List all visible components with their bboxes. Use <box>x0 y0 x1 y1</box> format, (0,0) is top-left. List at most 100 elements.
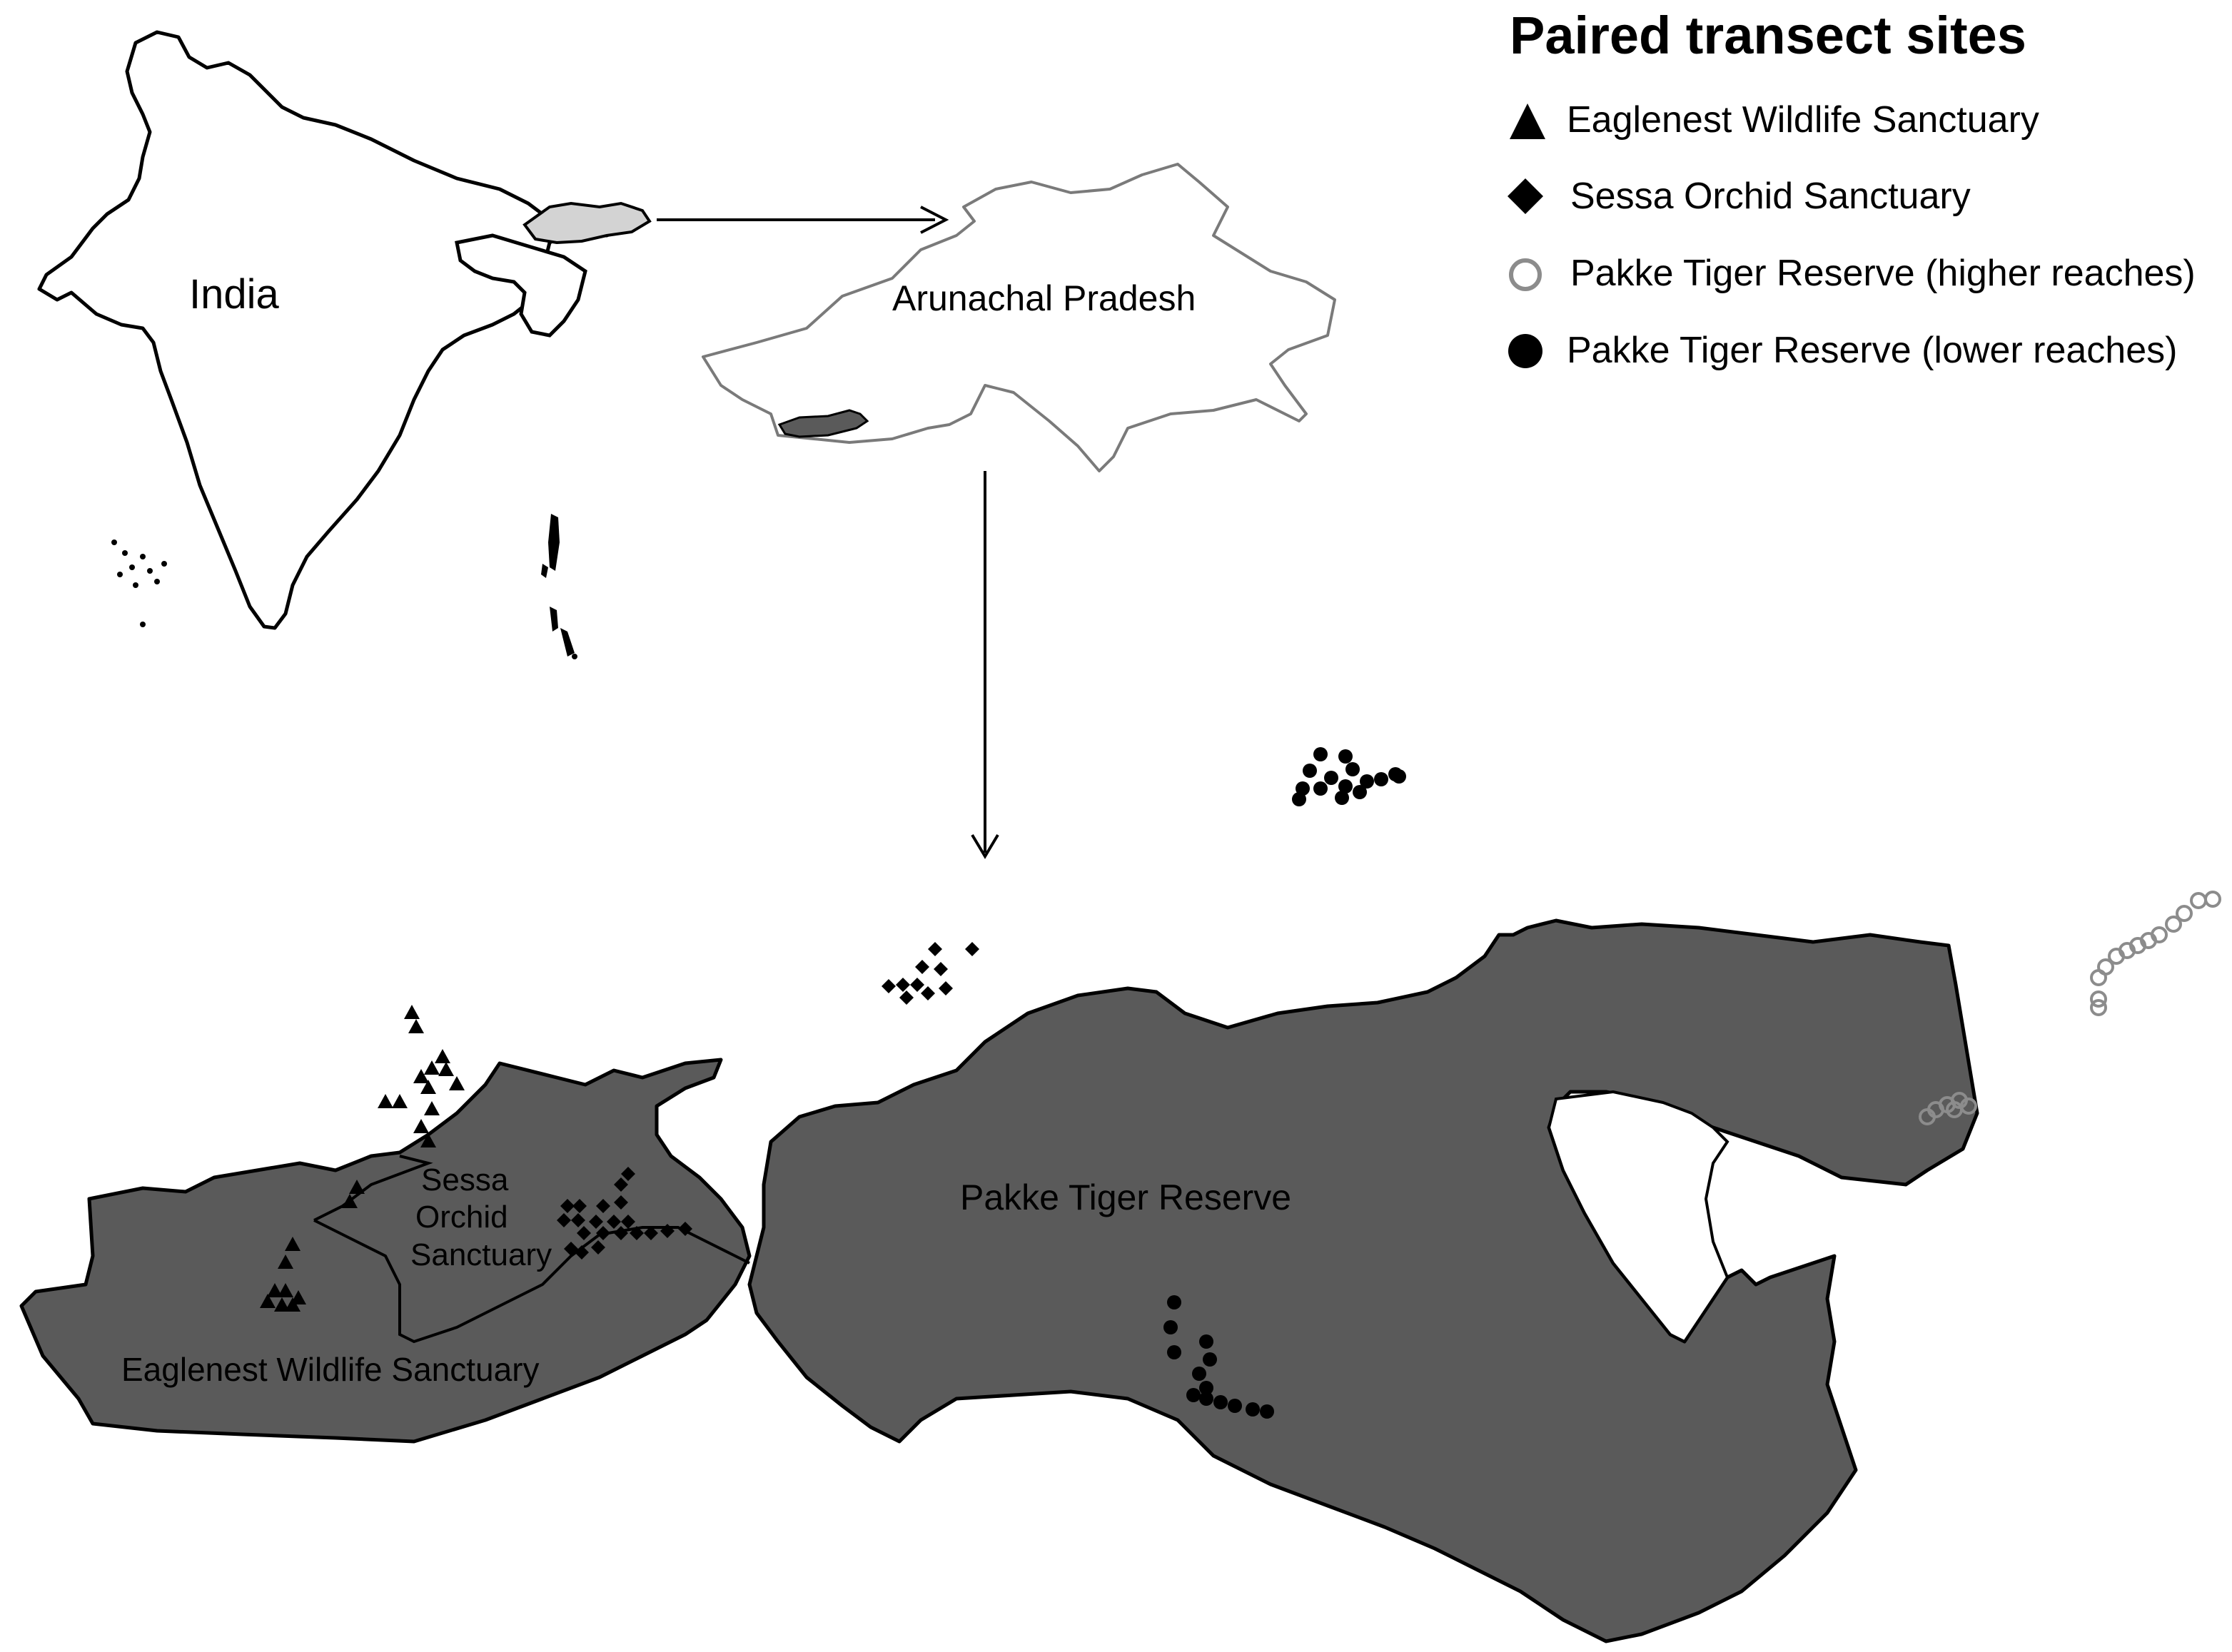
diamond-marker <box>589 1215 603 1229</box>
india-outline <box>37 30 630 630</box>
triangle-marker <box>274 1297 290 1312</box>
diamond-marker <box>596 1226 610 1240</box>
filled-circle-marker <box>1374 772 1388 786</box>
filled-circle-marker <box>1338 779 1353 794</box>
main-map: Pakke Tiger Reserve Sessa Orchid Sanctua… <box>19 747 2221 1643</box>
diamond-marker <box>614 1177 628 1192</box>
filled-circle-marker <box>1186 1388 1201 1402</box>
triangle-marker <box>291 1290 306 1304</box>
legend-hollow-circle-icon <box>1509 258 1542 291</box>
arrow-right <box>657 206 949 234</box>
filled-circle-marker <box>1260 1404 1274 1419</box>
triangle-marker <box>408 1019 424 1033</box>
filled-circle-marker <box>1167 1295 1181 1309</box>
diamond-marker <box>934 962 948 976</box>
diamond-marker <box>560 1199 575 1213</box>
triangle-marker <box>378 1094 393 1108</box>
hollow-circle-marker <box>2190 892 2207 909</box>
hollow-circle-marker <box>2090 990 2107 1008</box>
lakshadweep-islands <box>111 539 167 627</box>
filled-circle-marker <box>1345 762 1360 776</box>
legend-item-pakke-lower: Pakke Tiger Reserve (lower reaches) <box>1567 330 2177 371</box>
triangle-marker <box>260 1294 276 1308</box>
triangle-marker <box>349 1180 365 1194</box>
arunachal-label: Arunachal Pradesh <box>892 278 1196 318</box>
hollow-circle-marker <box>2165 916 2182 933</box>
triangle-marker <box>278 1255 293 1269</box>
hollow-circle-marker <box>1946 1101 1963 1118</box>
pakke-higher-sites <box>1919 891 2221 1125</box>
filled-circle-marker <box>1292 792 1306 806</box>
legend-diamond-icon <box>1508 178 1543 214</box>
diamond-marker <box>596 1199 610 1213</box>
legend-item-pakke-higher: Pakke Tiger Reserve (higher reaches) <box>1570 253 2196 294</box>
legend-item-sessa: Sessa Orchid Sanctuary <box>1570 176 1971 217</box>
diamond-marker <box>915 960 929 974</box>
legend-triangle-icon <box>1510 103 1545 139</box>
filled-circle-marker <box>1303 764 1317 778</box>
triangle-marker <box>435 1049 450 1063</box>
india-inset: India <box>37 30 652 659</box>
pakke-polygon <box>747 918 1979 1643</box>
triangle-marker <box>413 1069 429 1083</box>
diamond-marker <box>678 1222 692 1236</box>
eaglenest-label: Eaglenest Wildlife Sanctuary <box>121 1351 540 1388</box>
filled-circle-marker <box>1199 1381 1213 1395</box>
triangle-marker <box>413 1119 429 1133</box>
sessa-label-line1: Sessa <box>421 1162 509 1197</box>
filled-circle-marker <box>1167 1345 1181 1359</box>
andaman-nicobar-islands <box>541 514 577 659</box>
arunachal-outline <box>702 163 1336 472</box>
legend: Paired transect sites Eaglenest Wildlife… <box>1508 6 2196 371</box>
triangle-marker <box>449 1076 465 1090</box>
filled-circle-marker <box>1192 1367 1206 1381</box>
filled-circle-marker <box>1228 1399 1242 1413</box>
diamond-marker <box>577 1226 591 1240</box>
diamond-marker <box>614 1226 628 1240</box>
diamond-marker <box>591 1240 605 1255</box>
triangle-marker <box>424 1060 440 1075</box>
diamond-marker <box>607 1215 621 1229</box>
triangle-marker <box>404 1005 420 1019</box>
pakke-cutout <box>1547 1090 1729 1344</box>
filled-circle-marker <box>1324 771 1338 785</box>
filled-circle-marker <box>1388 767 1403 781</box>
diamond-marker <box>614 1195 628 1210</box>
filled-circle-marker <box>1313 747 1328 761</box>
filled-circle-marker <box>1213 1395 1228 1409</box>
filled-circle-marker <box>1163 1320 1178 1334</box>
triangle-marker <box>420 1133 436 1147</box>
sessa-label-line3: Sanctuary <box>410 1237 552 1272</box>
diamond-marker <box>921 986 935 1000</box>
filled-circle-marker <box>1199 1334 1213 1349</box>
diamond-marker <box>910 978 924 992</box>
northeast-india-outline <box>455 233 587 338</box>
diamond-marker <box>630 1226 644 1240</box>
triangle-marker <box>278 1283 293 1297</box>
filled-circle-marker <box>1203 1352 1217 1367</box>
arunachal-inset: Arunachal Pradesh <box>702 163 1336 472</box>
triangle-marker <box>420 1080 436 1094</box>
diamond-marker <box>965 942 979 956</box>
legend-filled-circle-icon <box>1508 334 1542 368</box>
triangle-marker <box>342 1194 358 1208</box>
diamond-marker <box>644 1226 658 1240</box>
hollow-circle-marker <box>2204 891 2221 908</box>
diamond-marker <box>571 1213 585 1227</box>
filled-circle-marker <box>1313 781 1328 796</box>
diamond-marker <box>660 1224 675 1238</box>
filled-circle-marker <box>1246 1402 1260 1417</box>
triangle-marker <box>285 1237 301 1251</box>
eaglenest-sites <box>260 1005 465 1312</box>
pakke-lower-sites <box>1163 747 1406 1419</box>
eaglenest-polygon <box>19 1058 752 1444</box>
study-area-highlight <box>777 409 869 438</box>
filled-circle-marker <box>1353 785 1367 799</box>
triangle-marker <box>424 1101 440 1115</box>
diamond-marker <box>899 990 914 1005</box>
triangle-marker <box>392 1094 408 1108</box>
diamond-marker <box>621 1167 635 1181</box>
hollow-circle-marker <box>2090 999 2107 1016</box>
hollow-circle-marker <box>2090 969 2107 986</box>
